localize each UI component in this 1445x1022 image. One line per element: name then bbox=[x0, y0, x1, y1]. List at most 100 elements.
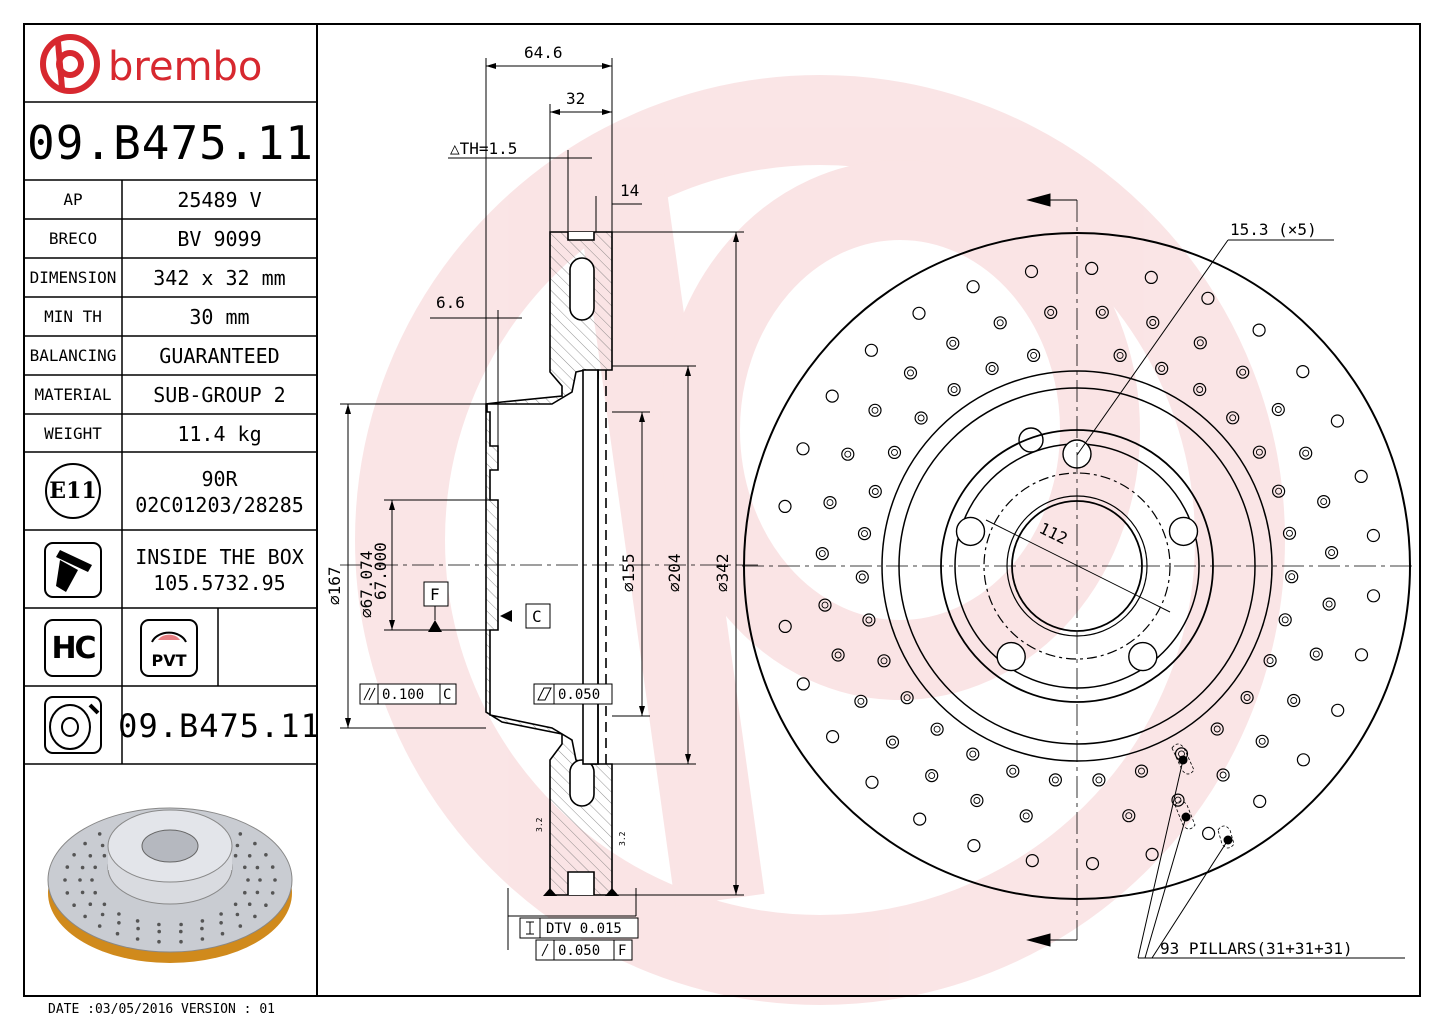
drill-hole bbox=[1024, 264, 1039, 279]
render-hole bbox=[97, 832, 102, 836]
render-hole bbox=[233, 853, 238, 858]
drill-hole bbox=[1255, 734, 1269, 748]
render-hole bbox=[63, 878, 67, 882]
dim-d67: ⌀67.074 bbox=[357, 551, 376, 618]
drill-hole bbox=[1354, 469, 1368, 483]
roughness-2: 3.2 bbox=[618, 831, 627, 846]
dim-d204: ⌀204 bbox=[665, 553, 684, 592]
flatness-tolerance: 0.050 bbox=[558, 687, 600, 703]
drill-hole-chamfer bbox=[928, 772, 936, 780]
render-hole bbox=[243, 865, 247, 870]
dim-delta-th: △TH=1.5 bbox=[450, 139, 517, 158]
drill-hole bbox=[825, 729, 840, 744]
render-hole bbox=[253, 841, 257, 846]
drill-hole-chamfer bbox=[1275, 487, 1283, 495]
drill-hole bbox=[841, 447, 855, 461]
drill-hole-chamfer bbox=[1174, 796, 1182, 804]
dim-overall-height: 64.6 bbox=[524, 43, 563, 62]
render-hole bbox=[135, 919, 140, 923]
drill-hole bbox=[913, 812, 927, 826]
footer-date-version: DATE :03/05/2016 VERSION : 01 bbox=[48, 1002, 275, 1017]
drill-hole bbox=[818, 598, 832, 612]
drill-hole bbox=[1201, 826, 1216, 841]
render-hole bbox=[270, 891, 275, 895]
drill-hole bbox=[1025, 853, 1039, 868]
render-hole bbox=[97, 924, 102, 928]
drill-hole-chamfer bbox=[1047, 308, 1055, 316]
drill-hole-chamfer bbox=[871, 406, 879, 414]
render-hole bbox=[117, 921, 121, 925]
drill-hole-chamfer bbox=[933, 725, 941, 733]
drill-hole-chamfer bbox=[1290, 697, 1298, 704]
render-hole bbox=[247, 854, 252, 858]
drill-hole-chamfer bbox=[821, 601, 829, 609]
drill-hole-chamfer bbox=[996, 319, 1004, 327]
render-hole bbox=[78, 878, 82, 882]
dim-thickness: 32 bbox=[566, 89, 585, 108]
drill-hole-chamfer bbox=[1320, 498, 1328, 506]
drill-hole bbox=[993, 316, 1007, 330]
drill-hole bbox=[1145, 847, 1159, 862]
render-hole bbox=[65, 891, 70, 895]
drill-hole-chamfer bbox=[1149, 319, 1157, 326]
drill-hole bbox=[877, 654, 891, 668]
spec-label-weight: WEIGHT bbox=[44, 424, 102, 443]
drill-hole bbox=[1240, 690, 1254, 705]
drill-hole-chamfer bbox=[865, 616, 873, 624]
drill-hole bbox=[1155, 361, 1169, 375]
spec-label-breco: BRECO bbox=[48, 229, 98, 248]
drill-hole bbox=[1366, 528, 1381, 543]
drill-hole bbox=[1252, 323, 1266, 337]
drill-hole bbox=[1322, 597, 1336, 611]
parallelism-tolerance: 0.100 bbox=[382, 687, 424, 703]
drill-hole-chamfer bbox=[1116, 351, 1124, 359]
drill-hole bbox=[925, 768, 939, 783]
drill-hole-chamfer bbox=[834, 651, 842, 659]
render-hole bbox=[200, 926, 204, 931]
spec-label-min-th: MIN TH bbox=[44, 307, 102, 326]
drill-hole bbox=[1210, 722, 1224, 736]
homologation-line1: 90R bbox=[201, 467, 238, 491]
drill-hole bbox=[1296, 753, 1311, 767]
drill-hole bbox=[1026, 348, 1041, 362]
render-drill-holes bbox=[63, 832, 277, 944]
render-hole bbox=[200, 919, 205, 923]
drill-hole-chamfer bbox=[949, 339, 957, 347]
drill-hole bbox=[1092, 773, 1106, 787]
drill-hole bbox=[887, 445, 902, 459]
bolt-hole bbox=[996, 641, 1026, 672]
dim-bolt-hole: 15.3 (×5) bbox=[1230, 220, 1317, 239]
drill-hole bbox=[912, 306, 926, 320]
render-hole bbox=[273, 878, 277, 882]
drill-hole bbox=[1366, 589, 1381, 603]
dtv-tolerance: DTV 0.015 bbox=[546, 921, 622, 937]
screws-line2: 105.5732.95 bbox=[153, 571, 286, 595]
drill-hole bbox=[796, 442, 810, 456]
tolerance-symbols bbox=[363, 687, 552, 957]
drill-hole-chamfer bbox=[1196, 339, 1204, 347]
render-hole bbox=[179, 939, 183, 944]
render-hole bbox=[220, 931, 225, 936]
e11-badge-icon bbox=[45, 463, 101, 519]
render-hole bbox=[115, 931, 120, 936]
render-hole bbox=[136, 926, 140, 931]
drill-hole bbox=[970, 793, 984, 808]
runout-tolerance: 0.050 bbox=[558, 943, 600, 959]
drill-hole-chamfer bbox=[907, 369, 914, 377]
render-hole bbox=[135, 937, 140, 941]
drill-hole bbox=[903, 366, 918, 380]
render-hole bbox=[65, 865, 70, 869]
pillar-markers bbox=[1171, 743, 1235, 849]
drill-hole-chamfer bbox=[1051, 776, 1059, 784]
drill-hole-chamfer bbox=[880, 657, 888, 665]
render-hole bbox=[255, 890, 260, 895]
drill-hole-chamfer bbox=[950, 386, 958, 394]
drill-hole-chamfer bbox=[1312, 650, 1320, 658]
drill-hole bbox=[778, 619, 792, 634]
drill-hole-chamfer bbox=[889, 738, 896, 746]
render-hole bbox=[100, 912, 105, 917]
disc-3d-render bbox=[47, 807, 293, 963]
drill-hole bbox=[1271, 402, 1285, 417]
locating-hole bbox=[1018, 427, 1044, 453]
drill-hole-chamfer bbox=[1302, 449, 1310, 457]
